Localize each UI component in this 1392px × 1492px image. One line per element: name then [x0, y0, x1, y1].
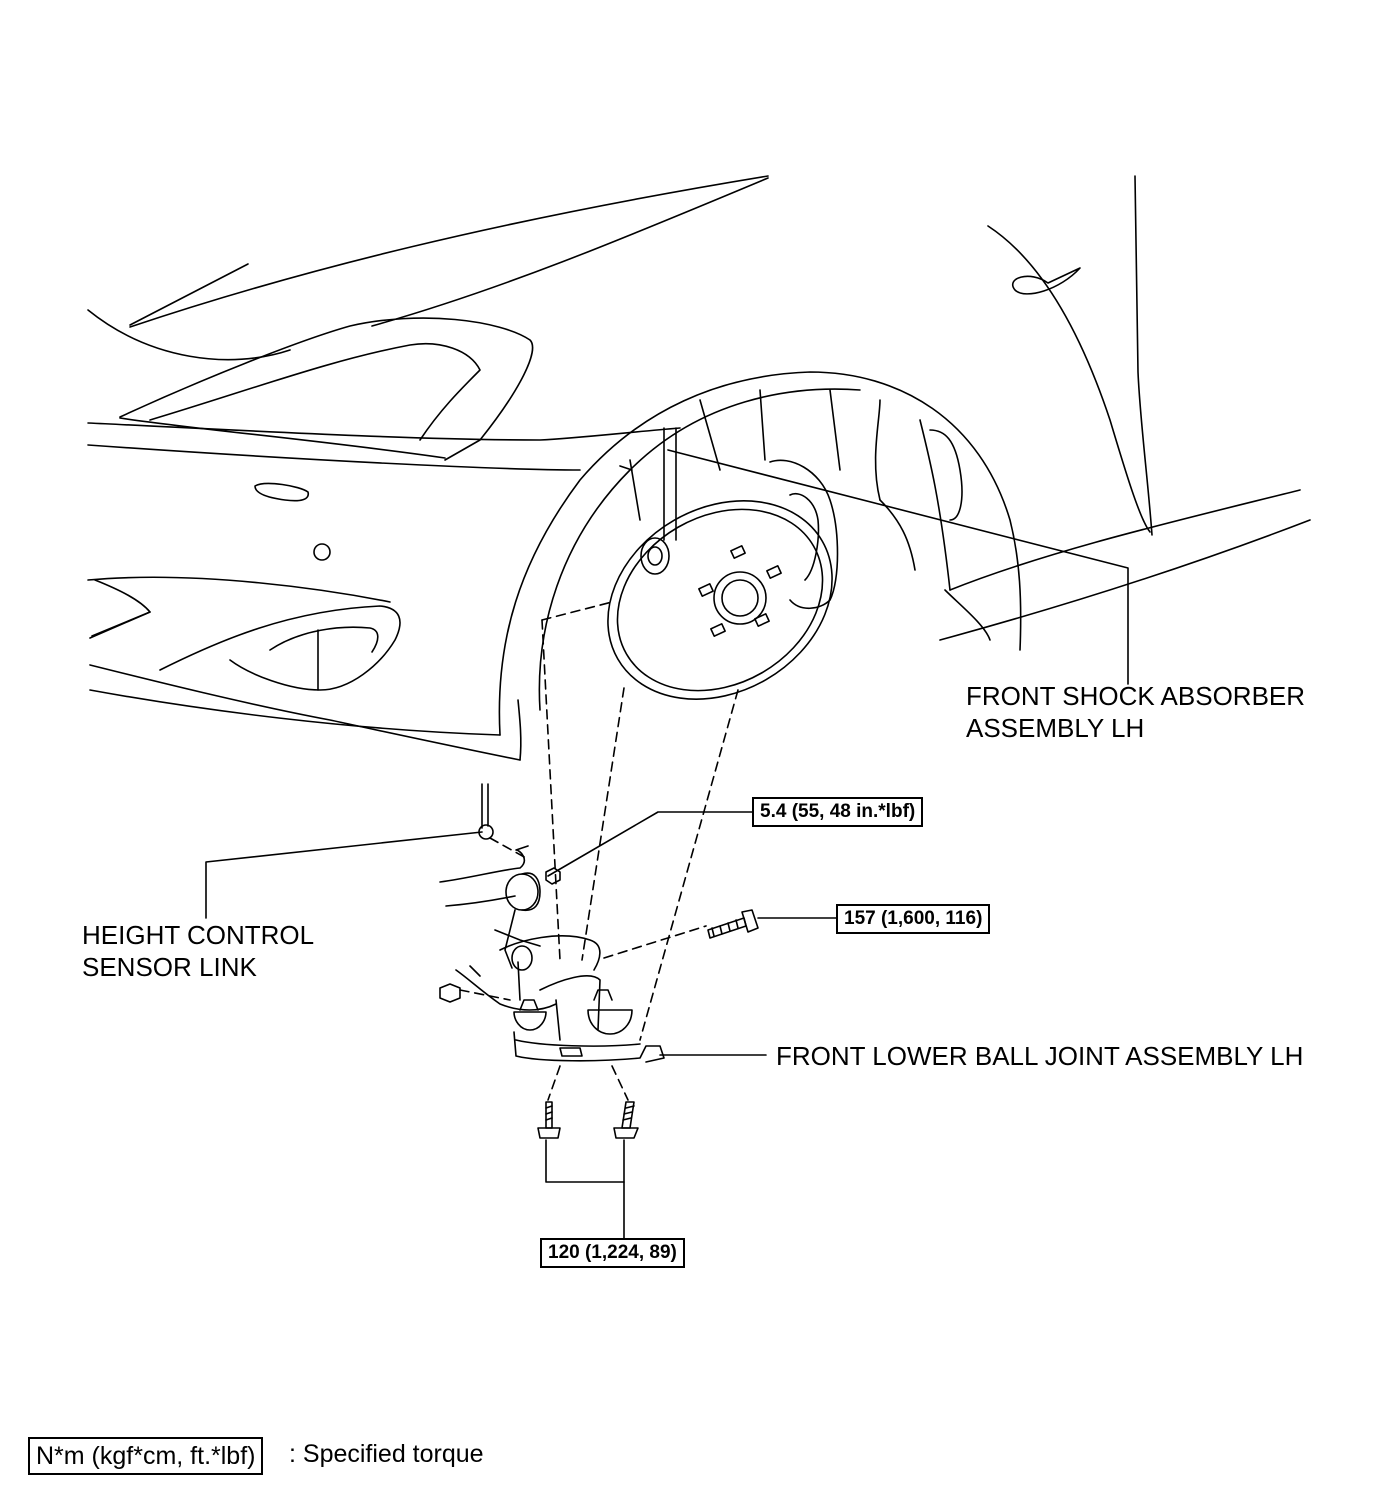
torque-sensor-nut: 5.4 (55, 48 in.*lbf)	[752, 797, 924, 827]
lower-arm-assembly	[439, 845, 665, 1063]
label-height-control-line1: HEIGHT CONTROL	[82, 920, 315, 950]
label-front-shock-absorber-line1: FRONT SHOCK ABSORBER	[966, 681, 1306, 711]
torque-knuckle-bolt: 157 (1,600, 116)	[836, 904, 991, 934]
label-height-control-line2: SENSOR LINK	[82, 952, 257, 982]
legend-unit-box: N*m (kgf*cm, ft.*lbf)	[28, 1437, 264, 1475]
knuckle-bolt	[707, 909, 759, 939]
legend-description: : Specified torque	[289, 1440, 484, 1468]
label-front-shock-absorber-line2: ASSEMBLY LH	[966, 713, 1145, 743]
arm-bolt-left	[537, 1101, 561, 1139]
arm-bolt-right	[613, 1101, 639, 1139]
car-body-outline	[87, 175, 1311, 761]
label-front-lower-ball-joint: FRONT LOWER BALL JOINT ASSEMBLY LH	[776, 1041, 1304, 1071]
height-control-sensor-link	[478, 783, 494, 840]
torque-arm-bolts: 120 (1,224, 89)	[540, 1238, 685, 1268]
assembly-dashed-lines	[459, 601, 739, 1101]
leader-lines	[205, 449, 1129, 1239]
